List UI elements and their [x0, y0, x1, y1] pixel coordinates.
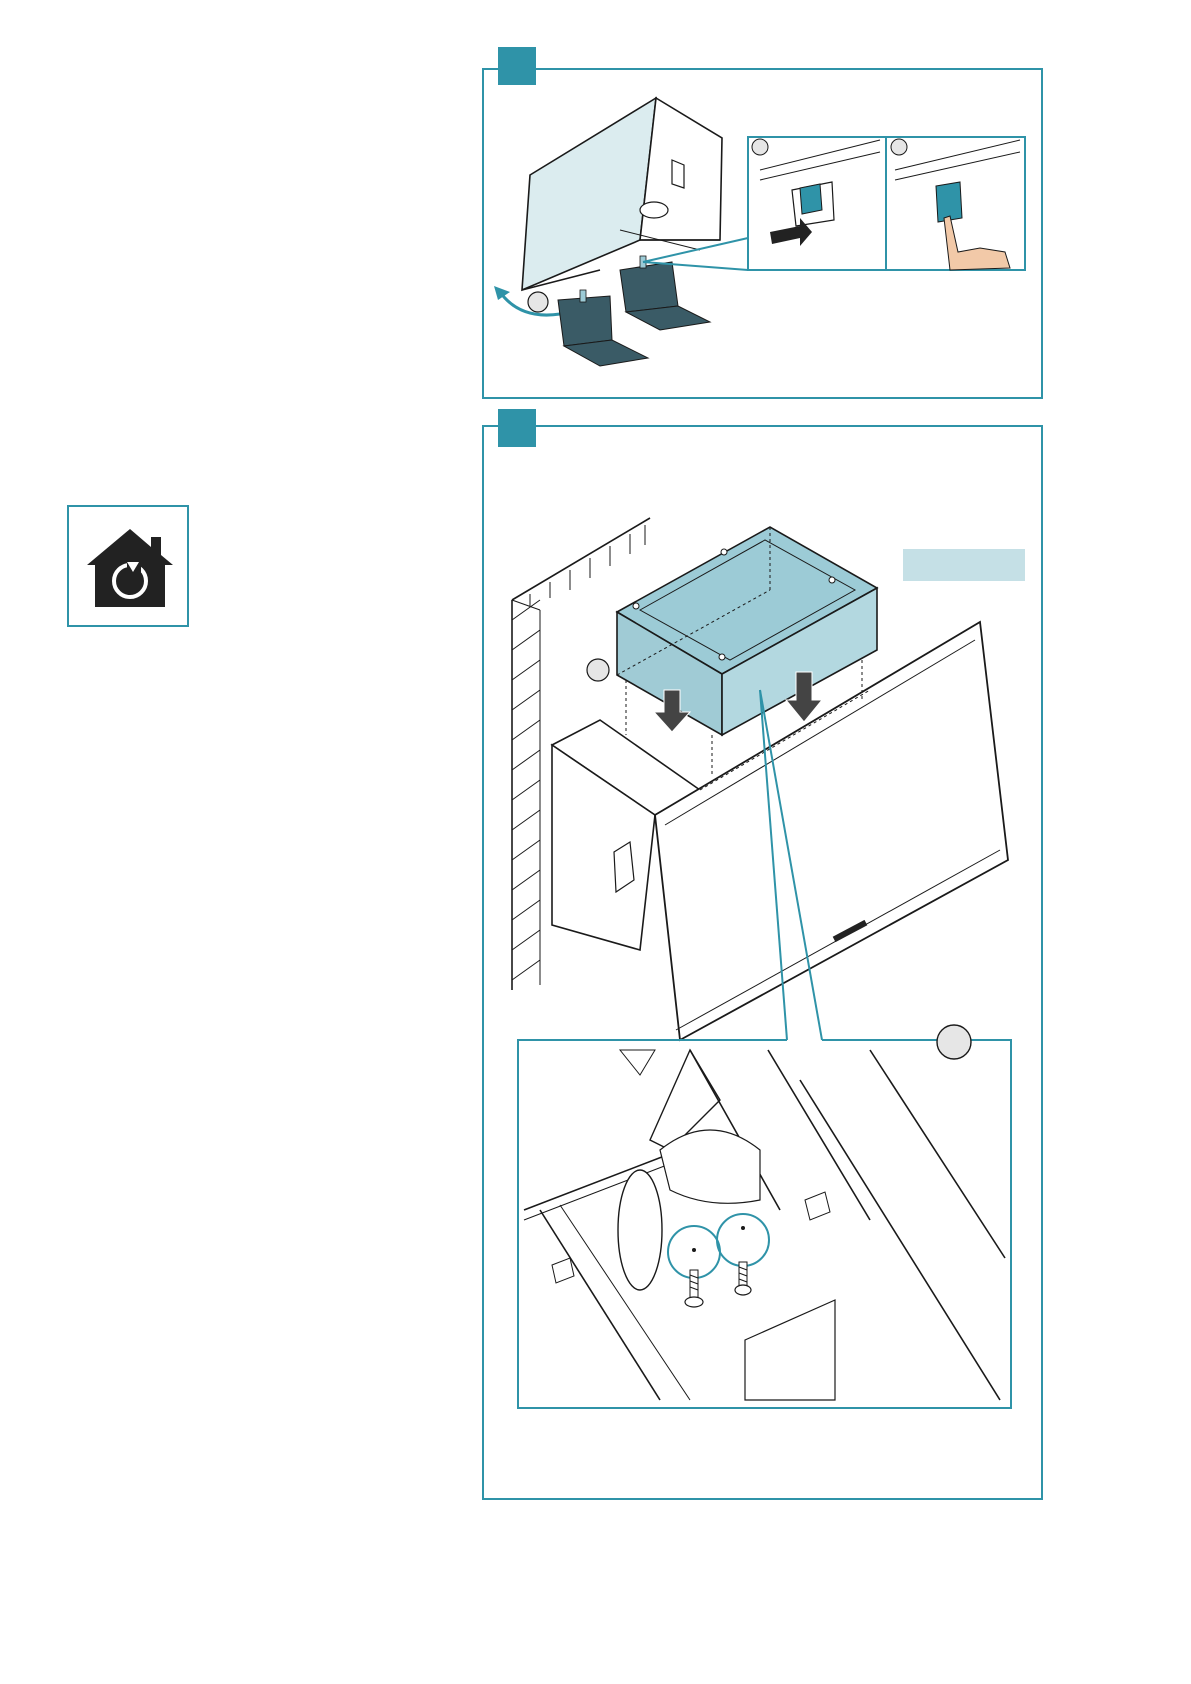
- recirculation-box-icon: [617, 527, 877, 735]
- screw-icon: [735, 1262, 751, 1295]
- callout-circle-step2: [587, 659, 609, 681]
- screws-detail-icon: [518, 1040, 1011, 1408]
- callout-circle-detail: [937, 1025, 971, 1059]
- screw-icon: [685, 1270, 703, 1307]
